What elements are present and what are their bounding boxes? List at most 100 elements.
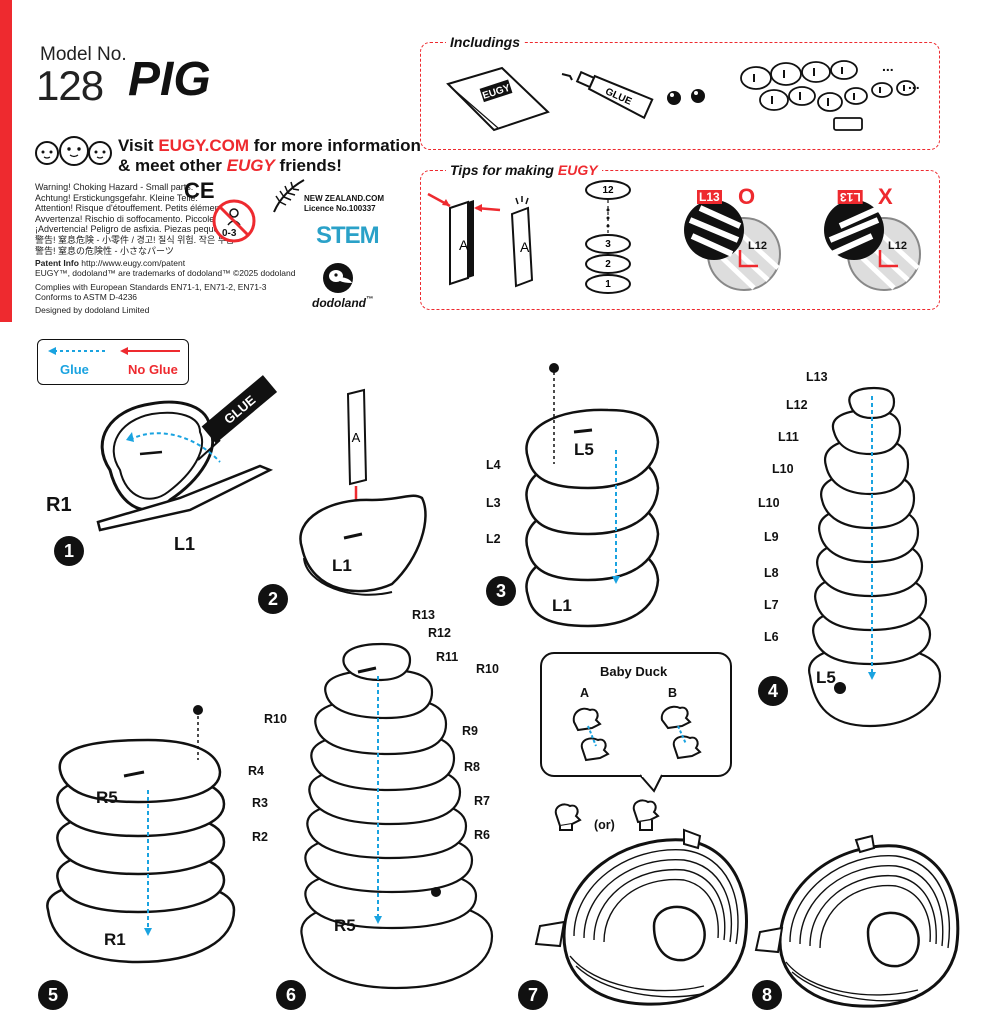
step1-illustration: GLUE <box>96 375 278 532</box>
step1-label-r1: R1 <box>46 494 72 516</box>
legend-glue-label: Glue <box>60 362 89 377</box>
step5-label-r3: R3 <box>252 796 268 810</box>
step4-label-l13: L13 <box>806 370 828 384</box>
glue-arrow-icon <box>48 347 108 355</box>
stack-number-1: 1 <box>605 279 611 290</box>
step4-label-l10a: L10 <box>772 462 794 476</box>
dodoland-logo-icon <box>323 263 353 293</box>
visit-text: Visit EUGY.COM for more information & me… <box>118 136 421 175</box>
step5-label-r5: R5 <box>96 788 118 807</box>
step6-illustration <box>300 642 494 990</box>
baby-duck-option-b: B <box>668 686 678 700</box>
tip-correct-orientation-icon <box>684 200 781 291</box>
step3-label-l3: L3 <box>486 496 501 510</box>
tip-bad-layer-label: L13 <box>838 190 863 204</box>
age-label: 0-3 <box>222 228 237 239</box>
step6-label-r13: R13 <box>412 608 435 622</box>
baby-duck-bubble <box>540 652 732 777</box>
step8-pig-illustration <box>754 834 960 1008</box>
step3-number: 3 <box>486 576 516 606</box>
bubble-tail-icon <box>639 773 663 793</box>
step3-label-l4: L4 <box>486 458 501 472</box>
brand-logo-inline: EUGY <box>226 156 275 175</box>
model-number: 128 <box>36 62 104 109</box>
step3-illustration <box>525 363 660 628</box>
tip-good-mark: O <box>738 184 756 209</box>
includings-box <box>420 42 940 150</box>
baby-duck-choice-a-icon <box>554 803 582 831</box>
age-warning-icon <box>212 199 256 243</box>
more-parts-ellipsis-2: ... <box>908 76 920 92</box>
step7-number: 7 <box>518 980 548 1010</box>
brand-side-bar <box>0 0 12 322</box>
step3-label-l1: L1 <box>552 596 572 615</box>
step7-pig-illustration <box>534 828 748 1006</box>
discs-icon <box>740 60 916 131</box>
step4-label-l5: L5 <box>816 668 836 687</box>
stack-number-2: 2 <box>605 259 611 270</box>
step6-label-r10a: R10 <box>264 712 287 726</box>
visit-site-link[interactable]: EUGY.COM <box>158 136 250 155</box>
dodoland-label: dodoland™ <box>312 296 373 310</box>
eyes-icon <box>667 89 705 105</box>
tip-piece-letter-1: A <box>459 237 469 253</box>
step4-label-l7: L7 <box>764 598 779 612</box>
stem-logo: STEM <box>316 222 380 249</box>
legend-no-glue-label: No Glue <box>128 362 178 377</box>
tip-wrong-orientation-icon <box>824 200 921 291</box>
step6-label-r5: R5 <box>334 916 356 935</box>
baby-duck-a-icon <box>572 707 610 762</box>
baby-duck-or: (or) <box>594 818 615 832</box>
baby-duck-b-icon <box>660 705 702 760</box>
tip-piece-letter-2: A <box>520 239 530 255</box>
tip-bad-mark: X <box>878 184 893 209</box>
tip-bad-under-label: L12 <box>888 240 907 252</box>
step6-label-r7: R7 <box>474 794 490 808</box>
nz-licence: NEW ZEALAND.COM Licence No.100337 <box>304 194 384 213</box>
baby-duck-option-a: A <box>580 686 590 700</box>
warning-list: Warning! Choking Hazard - Small parts. A… <box>35 182 237 256</box>
step6-label-r12: R12 <box>428 626 451 640</box>
step2-piece-letter: A <box>352 430 361 445</box>
step2-number: 2 <box>258 584 288 614</box>
stack-number-top: 12 <box>602 185 614 196</box>
step5-label-r1: R1 <box>104 930 126 949</box>
step2-label-l1: L1 <box>332 556 352 575</box>
includings-title: Includings <box>446 34 524 50</box>
step5-illustration <box>46 705 236 964</box>
step4-label-l12: L12 <box>786 398 808 412</box>
step6-label-r9: R9 <box>462 724 478 738</box>
step4-label-l9: L9 <box>764 530 779 544</box>
step4-label-l8: L8 <box>764 566 779 580</box>
step1-label-l1: L1 <box>174 534 196 554</box>
step6-label-r8: R8 <box>464 760 480 774</box>
step3-label-l2: L2 <box>486 532 501 546</box>
step5-number: 5 <box>38 980 68 1010</box>
more-parts-ellipsis-1: ... <box>882 58 894 74</box>
tip-stack-order-icon: 12 3 2 1 <box>585 180 631 294</box>
step8-number: 8 <box>752 980 782 1010</box>
tips-title: Tips for making EUGY <box>446 162 602 178</box>
glue-legend <box>37 339 189 385</box>
tip-good-layer-label: L13 <box>697 190 722 204</box>
step4-label-l11: L11 <box>778 430 799 444</box>
baby-duck-choice-b-icon <box>632 799 660 831</box>
step5-label-r2: R2 <box>252 830 268 844</box>
tips-box <box>420 170 940 310</box>
step5-label-r4: R4 <box>248 764 264 778</box>
model-label: Model No. <box>40 44 127 65</box>
instruction-booklet-icon: EUGY <box>446 66 550 132</box>
legal-info: Patent Info http://www.eugy.com/patent E… <box>35 258 296 315</box>
step6-label-r6: R6 <box>474 828 490 842</box>
model-name: PIG <box>128 53 211 106</box>
step6-number: 6 <box>276 980 306 1010</box>
ce-mark: CE <box>184 178 215 203</box>
step6-label-r11: R11 <box>436 650 459 664</box>
step4-number: 4 <box>758 676 788 706</box>
stack-number-3: 3 <box>605 239 611 250</box>
no-glue-arrow-icon <box>120 347 180 355</box>
step4-label-l10b: L10 <box>758 496 780 510</box>
step6-label-r10b: R10 <box>476 662 499 676</box>
tip-insert-piece-icon: A A <box>427 192 534 288</box>
step3-label-l5: L5 <box>574 440 594 459</box>
